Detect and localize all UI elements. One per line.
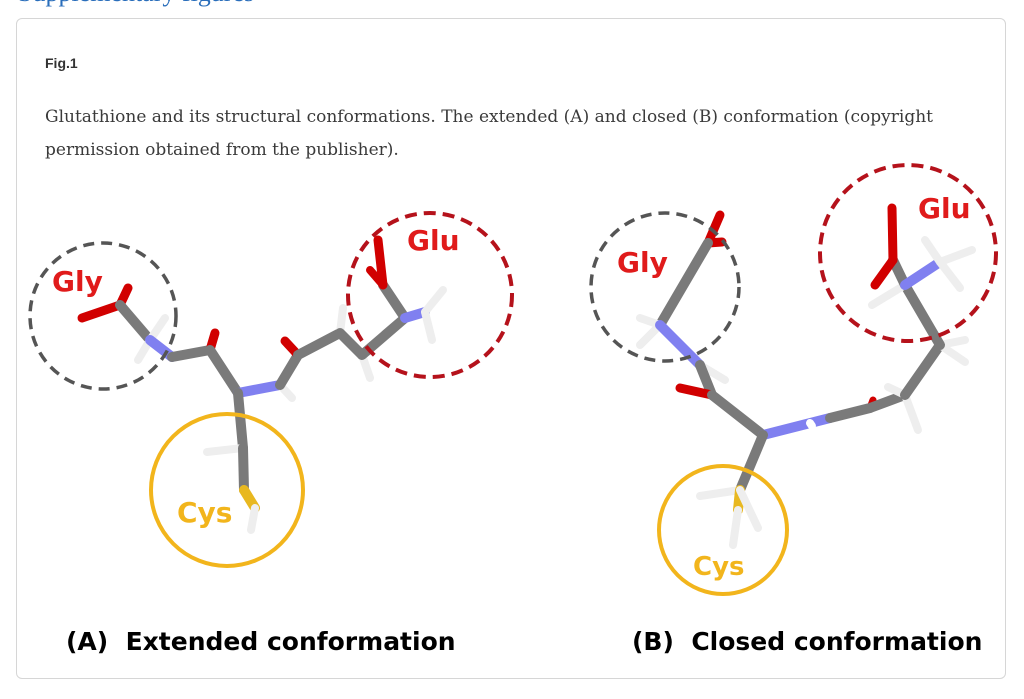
- panel-a-title: (A) Extended conformation: [66, 627, 456, 656]
- section-heading: Supplementary figures: [18, 0, 254, 8]
- cys-region-circle-b: [657, 464, 789, 596]
- glu-region-circle-a: [346, 211, 514, 379]
- gly-label-a: Gly: [52, 265, 103, 298]
- panel-a: Gly Glu Cys (A) Extended conformation: [28, 211, 514, 656]
- panel-b-title: (B) Closed conformation: [632, 627, 982, 656]
- cys-label-a: Cys: [177, 496, 232, 529]
- gly-region-circle-b: [589, 211, 741, 363]
- molecule-b: [636, 203, 976, 549]
- cys-region-circle-a: [149, 412, 305, 568]
- panel-b: Gly Glu Cys (B) Closed conformation: [589, 163, 998, 656]
- gly-label-b: Gly: [617, 246, 668, 279]
- glu-label-a: Glu: [407, 224, 460, 257]
- figure-card: Fig.1 Glutathione and its structural con…: [16, 18, 1006, 679]
- molecule-a: [77, 235, 447, 534]
- gly-region-circle-a: [28, 241, 178, 391]
- glu-label-b: Glu: [918, 192, 971, 225]
- figure-caption: Glutathione and its structural conformat…: [45, 107, 933, 160]
- cys-label-b: Cys: [693, 552, 745, 582]
- glu-region-circle-b: [818, 163, 998, 343]
- figure-label[interactable]: Fig.1: [45, 55, 78, 71]
